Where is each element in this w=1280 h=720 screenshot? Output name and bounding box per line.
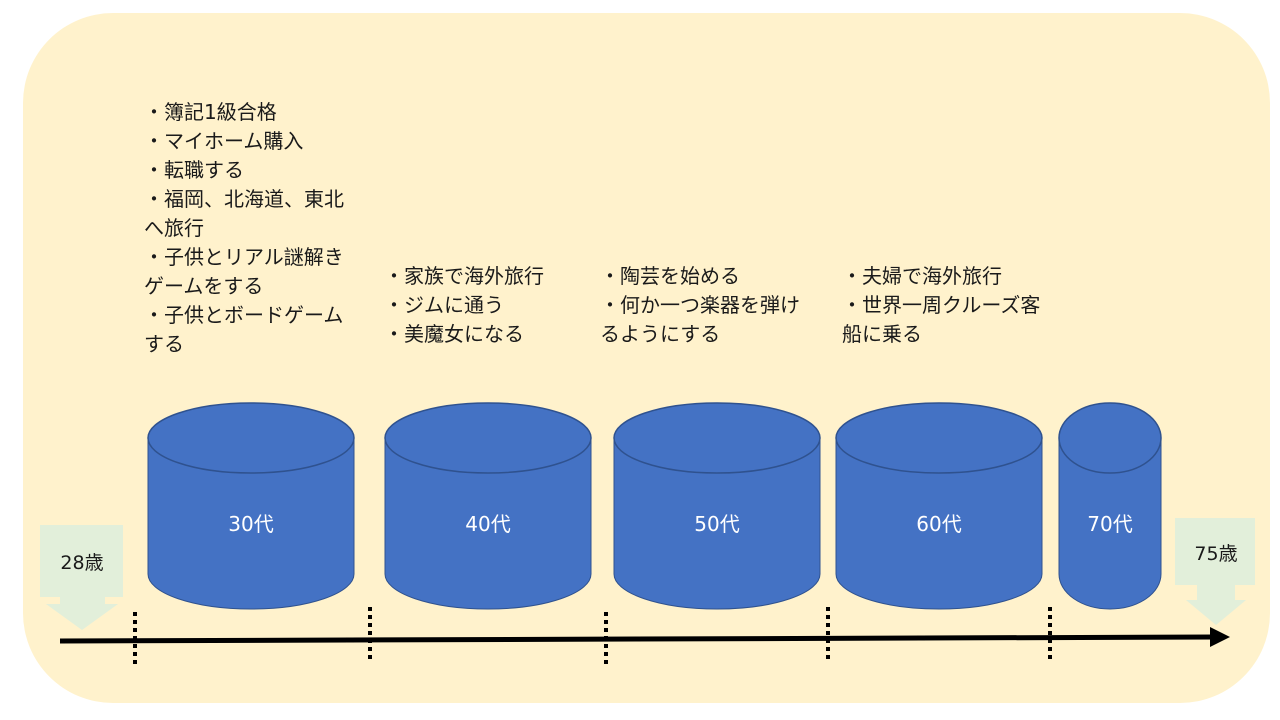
start-marker-arrow <box>40 525 123 630</box>
decade-cylinder-50s: 50代 <box>613 402 821 610</box>
cylinder-top <box>384 402 592 474</box>
goals-60s: ・夫婦で海外旅行 ・世界一周クルーズ客船に乗る <box>842 262 1042 349</box>
cylinder-body <box>384 437 592 610</box>
cylinder-body <box>835 437 1043 610</box>
decade-cylinder-60s: 60代 <box>835 402 1043 610</box>
goal-item: ・マイホーム購入 <box>144 129 304 153</box>
goals-30s: ・簿記1級合格 ・マイホーム購入 ・転職する ・福岡、北海道、東北へ旅行 ・子供… <box>144 98 359 359</box>
goal-item: ・子供とボードゲームする <box>144 303 344 356</box>
goal-item: ・何か一つ楽器を弾けるようにする <box>600 293 800 346</box>
goal-item: ・子供とリアル謎解きゲームをする <box>144 245 344 298</box>
decade-label: 50代 <box>694 512 739 536</box>
timeline-axis <box>59 634 1216 644</box>
goal-item: ・簿記1級合格 <box>144 100 277 124</box>
timeline-arrowhead <box>1210 627 1230 647</box>
decade-label: 60代 <box>916 512 961 536</box>
goals-50s: ・陶芸を始める ・何か一つ楽器を弾けるようにする <box>600 262 815 349</box>
goals-40s: ・家族で海外旅行 ・ジムに通う ・美魔女になる <box>384 262 584 349</box>
end-age-marker: 75歳 <box>1175 518 1255 625</box>
cylinder-top <box>613 402 821 474</box>
cylinder-top <box>835 402 1043 474</box>
cylinder-body <box>613 437 821 610</box>
goal-item: ・美魔女になる <box>384 322 524 346</box>
end-age-label: 75歳 <box>1194 543 1237 565</box>
start-age-label: 28歳 <box>60 552 103 574</box>
decade-label: 30代 <box>228 512 273 536</box>
goal-item: ・夫婦で海外旅行 <box>842 264 1002 288</box>
goal-item: ・転職する <box>144 158 244 182</box>
end-marker-arrow <box>1175 518 1255 625</box>
decade-cylinder-70s: 70代 <box>1058 402 1162 610</box>
cylinder-top <box>147 402 355 474</box>
goal-item: ・家族で海外旅行 <box>384 264 544 288</box>
cylinder-body <box>147 437 355 610</box>
decade-label: 40代 <box>465 512 510 536</box>
goal-item: ・福岡、北海道、東北へ旅行 <box>144 187 344 240</box>
goal-item: ・世界一周クルーズ客船に乗る <box>842 293 1041 346</box>
goal-item: ・陶芸を始める <box>600 264 740 288</box>
goal-item: ・ジムに通う <box>384 293 504 317</box>
start-age-marker: 28歳 <box>40 525 123 630</box>
decade-cylinder-30s: 30代 <box>147 402 355 610</box>
cylinder-body <box>1058 437 1162 610</box>
cylinder-top <box>1058 402 1162 474</box>
decade-cylinder-40s: 40代 <box>384 402 592 610</box>
decade-label: 70代 <box>1087 512 1132 536</box>
